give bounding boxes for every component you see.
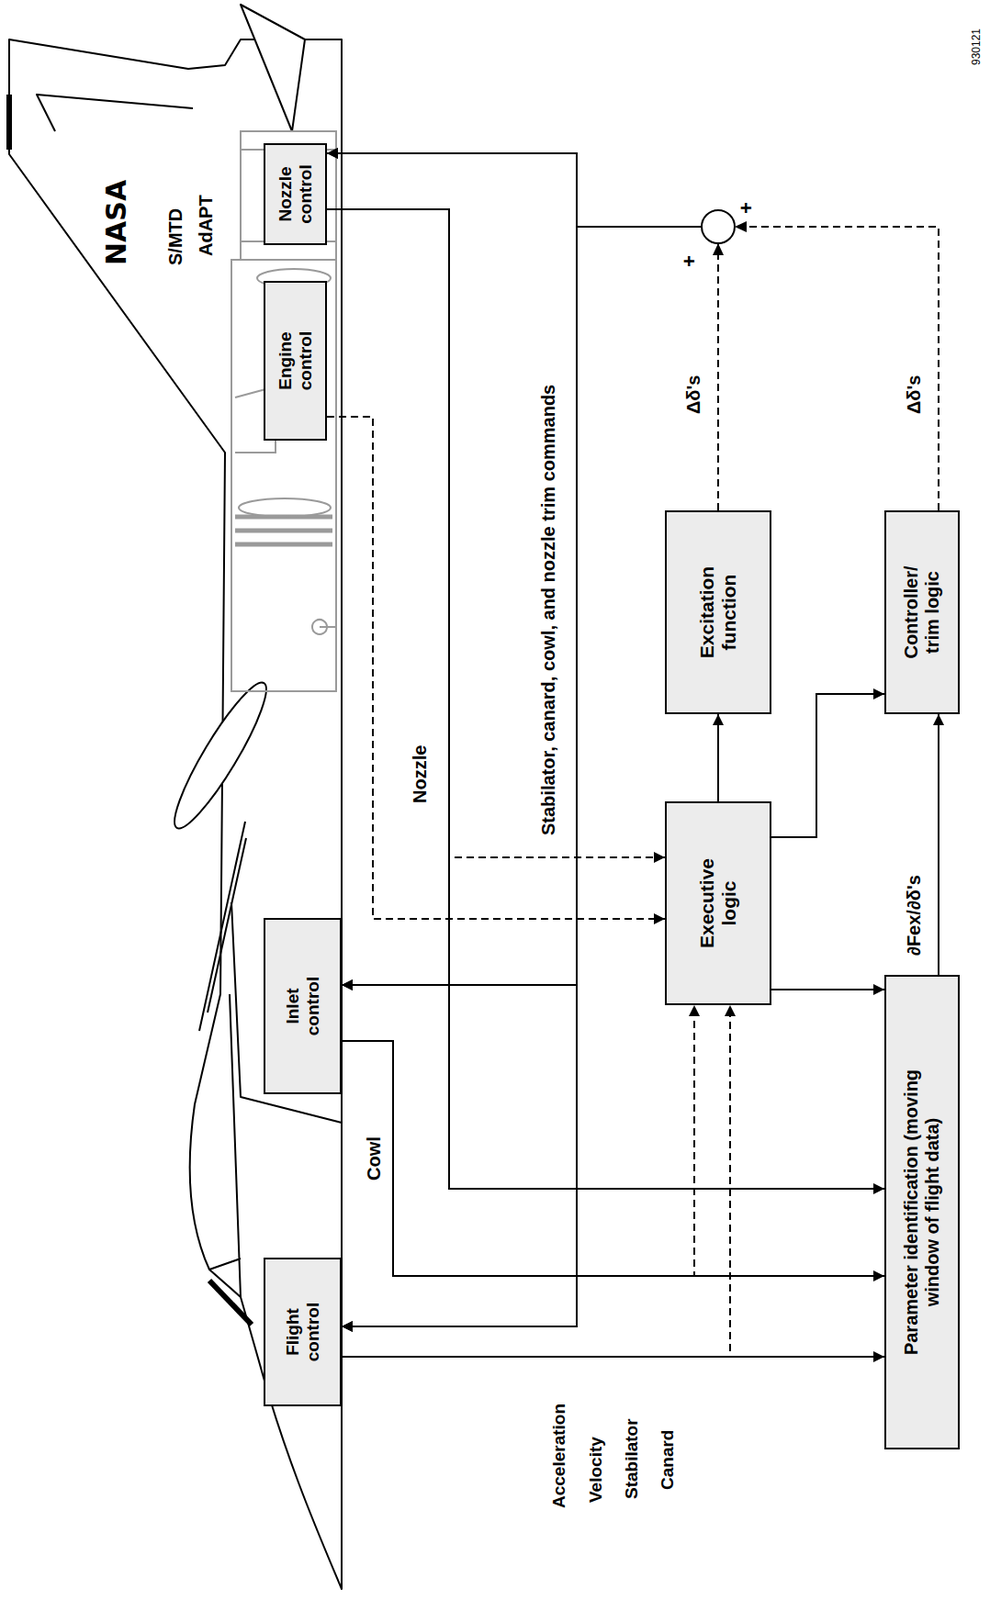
box-label: Parameter identification (moving window … [900, 1054, 944, 1372]
logo-text: NASA [101, 178, 134, 268]
dashed-connector [341, 1005, 695, 1277]
signal-name: Canard [657, 1428, 678, 1493]
box-label: Controller/ trim logic [900, 552, 944, 673]
fuselage-outline [9, 39, 342, 1590]
dashed-connector [341, 226, 939, 986]
connector [326, 209, 885, 1190]
arrowhead [734, 221, 747, 233]
signal-name: Velocity [585, 1435, 607, 1506]
dashed-connector [341, 226, 719, 1328]
wing-edge [199, 821, 247, 1032]
fan-face [238, 498, 331, 518]
sign-symbol: + [734, 200, 758, 216]
aircraft-part [231, 131, 337, 692]
engine-control-box: Engine control [263, 281, 327, 441]
connector [771, 694, 885, 838]
nozzle-control-box: Nozzle control [263, 143, 327, 246]
engine-bay [231, 259, 337, 692]
dashed-connector [326, 153, 719, 511]
box-label: Engine control [275, 315, 316, 407]
dashed-connector [326, 209, 665, 858]
excitation-box: Excitation function [664, 510, 772, 715]
nozzle-bay [240, 131, 337, 260]
connector-label: Nozzle [409, 743, 431, 806]
box-label: Executive logic [696, 843, 741, 964]
signal-label: Stabilator, canard, cowl, and nozzle tri… [538, 382, 560, 838]
program-name: AdAPT [195, 192, 217, 259]
dashed-connector [341, 226, 719, 986]
arrowhead [712, 243, 724, 256]
connector [341, 1356, 885, 1359]
box-label: Inlet control [282, 965, 324, 1048]
connector-label: Cowl [363, 1135, 385, 1183]
box-label: Excitation function [696, 552, 741, 673]
dashed-connector [341, 1005, 731, 1358]
summing-junction [701, 210, 735, 244]
aircraft-part [9, 4, 342, 1590]
box-label: Nozzle control [275, 153, 316, 237]
signal-name: Stabilator [621, 1417, 642, 1502]
box-label: Flight control [282, 1291, 324, 1374]
connector [717, 714, 720, 802]
figure-number: 930121 [970, 26, 984, 68]
dashed-connector [326, 153, 939, 511]
dashed-connector [326, 416, 665, 920]
connector-label: ∂Fex/∂δ's [903, 873, 925, 958]
connector [771, 989, 885, 991]
executive-logic-box: Executive logic [664, 801, 772, 1006]
canard [162, 675, 279, 837]
signal-label: Δδ's [683, 373, 705, 417]
program-name: S/MTD [165, 206, 187, 268]
connector [937, 714, 940, 976]
compressor-stages [235, 517, 333, 545]
inlet-control-box: Inlet control [263, 918, 342, 1095]
parameter-id-box: Parameter identification (moving window … [884, 975, 960, 1451]
signal-label: Δδ's [903, 373, 925, 417]
flight-control-box: Flight control [263, 1258, 342, 1407]
stabilator [240, 4, 305, 132]
inlet-lip [231, 902, 342, 1124]
connector [341, 1041, 885, 1277]
sign-symbol: + [677, 253, 701, 270]
controller-box: Controller/ trim logic [884, 510, 960, 715]
windscreen [209, 1281, 252, 1326]
fin-tip [6, 94, 12, 150]
dashed-connector [341, 226, 939, 1328]
fin-rudder-line [36, 94, 193, 132]
signal-name: Acceleration [549, 1402, 570, 1511]
canopy-frame [209, 994, 241, 1298]
